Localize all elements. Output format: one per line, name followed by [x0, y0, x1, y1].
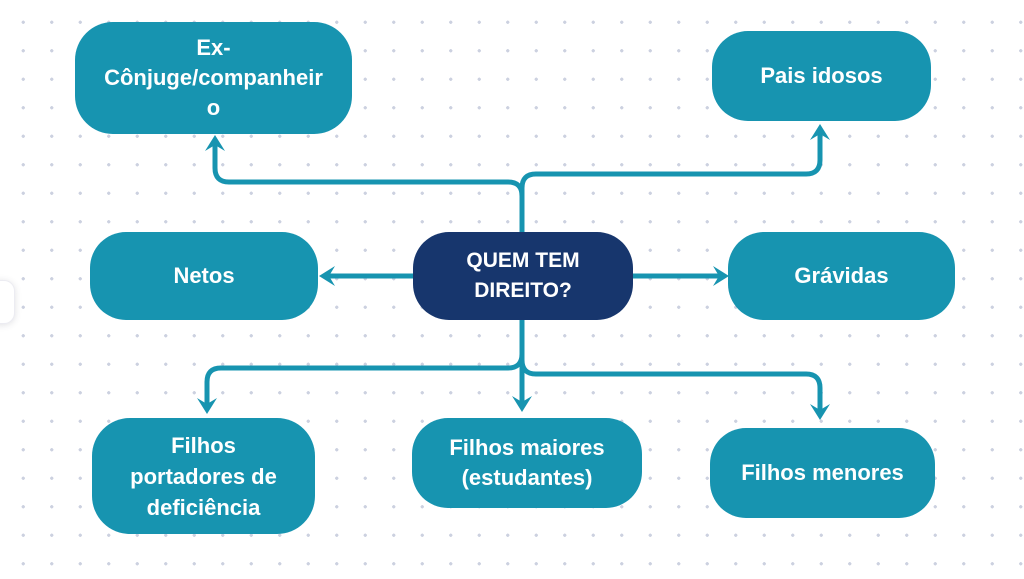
node-ex-conjuge-label: Ex- Cônjuge/companheir o: [104, 35, 323, 120]
connector-top-left[interactable]: [205, 135, 525, 235]
node-pais-idosos-label: Pais idosos: [760, 63, 883, 88]
node-gravidas-label: Grávidas: [794, 263, 889, 288]
node-netos-label: Netos: [173, 263, 235, 288]
connector-right[interactable]: [630, 266, 729, 286]
connector-bottom-right[interactable]: [519, 317, 830, 420]
node-quem-tem-direito[interactable]: QUEM TEM DIREITO?: [413, 232, 633, 320]
node-gravidas[interactable]: Grávidas: [728, 232, 955, 320]
node-filhos-portadores[interactable]: Filhos portadores de deficiência: [92, 418, 315, 534]
connector-left[interactable]: [319, 266, 416, 286]
node-netos[interactable]: Netos: [90, 232, 318, 320]
node-ex-conjuge[interactable]: Ex- Cônjuge/companheir o: [75, 22, 352, 134]
node-filhos-menores-label: Filhos menores: [741, 460, 904, 485]
connector-bottom-left[interactable]: [197, 317, 525, 414]
node-filhos-menores[interactable]: Filhos menores: [710, 428, 935, 518]
node-filhos-maiores[interactable]: Filhos maiores (estudantes): [412, 418, 642, 508]
sidebar-collapse-handle[interactable]: [0, 280, 15, 324]
connector-top-right[interactable]: [519, 124, 830, 235]
node-quem-tem-direito-label: QUEM TEM DIREITO?: [466, 249, 580, 302]
node-filhos-portadores-label: Filhos portadores de deficiência: [130, 432, 277, 520]
node-pais-idosos[interactable]: Pais idosos: [712, 31, 931, 121]
node-filhos-maiores-label: Filhos maiores (estudantes): [449, 435, 605, 490]
